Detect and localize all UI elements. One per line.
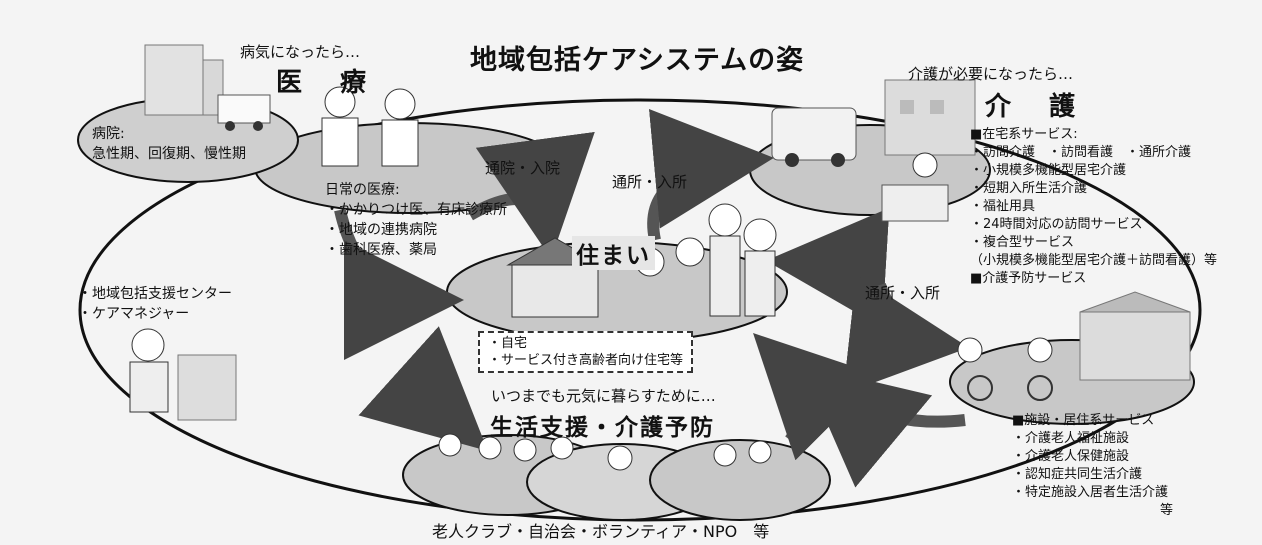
page-title: 地域包括ケアシステムの姿 (470, 45, 805, 76)
arrow-living-to-home (753, 333, 881, 461)
ambulance-icon (217, 94, 271, 131)
seniors-club-icon (438, 433, 574, 462)
daily-medical-heading: 日常の医療: (325, 182, 400, 198)
housing-list: ・自宅 ・サービス付き高齢者向け住宅等 (478, 331, 694, 373)
living-footer: 老人クラブ・自治会・ボランティア・NPO 等 (432, 522, 770, 541)
wheelchair-users-icon (957, 337, 1053, 401)
hospital-building-icon (144, 44, 224, 116)
medical-caption: 病気になったら… (240, 43, 361, 61)
facility-heading: ■施設・居住系サービス (1012, 413, 1155, 428)
nursing-home-building-icon (1079, 291, 1191, 381)
daily-medical-list: 日常の医療: ・かかりつけ医、有床診療所 ・地域の連携病院 ・歯科医療、薬局 (325, 182, 508, 258)
support-center-list: ・地域包括支援センター ・ケアマネジャー (78, 286, 232, 322)
prevention-services: ■介護予防サービス (970, 271, 1087, 286)
nurse-icon (381, 88, 419, 167)
facility-services-list: ■施設・居住系サービス ・介護老人福祉施設 ・介護老人保健施設 ・認知症共同生活… (1012, 413, 1174, 518)
care-facility-building-icon (884, 79, 976, 156)
medical-heading: 医 療 (276, 68, 373, 98)
home-care-heading: ■在宅系サービス: (970, 127, 1078, 142)
living-ellipse-right (649, 439, 831, 521)
volunteers-icon (607, 440, 772, 471)
bathing-care-icon (881, 152, 949, 222)
arrow-medical-to-home (334, 208, 464, 360)
arrow-label-day-service-1: 通所・入所 (612, 173, 688, 191)
care-caption: 介護が必要になったら… (908, 65, 1074, 83)
living-caption: いつまでも元気に暮らすために… (491, 387, 716, 405)
care-manager-icon (129, 328, 237, 421)
home-care-services-list: ■在宅系サービス: ・訪問介護 ・訪問看護 ・通所介護 ・小規模多機能型居宅介護… (970, 127, 1218, 286)
arrow-facility-to-home (801, 364, 966, 488)
arrow-care-to-home (766, 207, 890, 328)
arrow-label-day-service-2: 通所・入所 (865, 284, 941, 302)
arrow-home-to-living (358, 326, 488, 452)
hospital-label: 病院: 急性期、回復期、慢性期 (92, 126, 246, 162)
care-van-icon (771, 107, 857, 167)
living-heading: 生活支援・介護予防 (490, 415, 715, 441)
doctor-icon (321, 86, 359, 167)
arrow-hospital-visit (467, 131, 595, 259)
house-icon (506, 237, 604, 318)
arrow-label-hospital-visit: 通院・入院 (485, 159, 561, 177)
arrow-day-service-2 (842, 274, 969, 394)
care-heading: 介 護 (985, 92, 1082, 122)
housing-heading: 住まい (572, 236, 655, 270)
arrow-day-service-1 (647, 108, 774, 242)
